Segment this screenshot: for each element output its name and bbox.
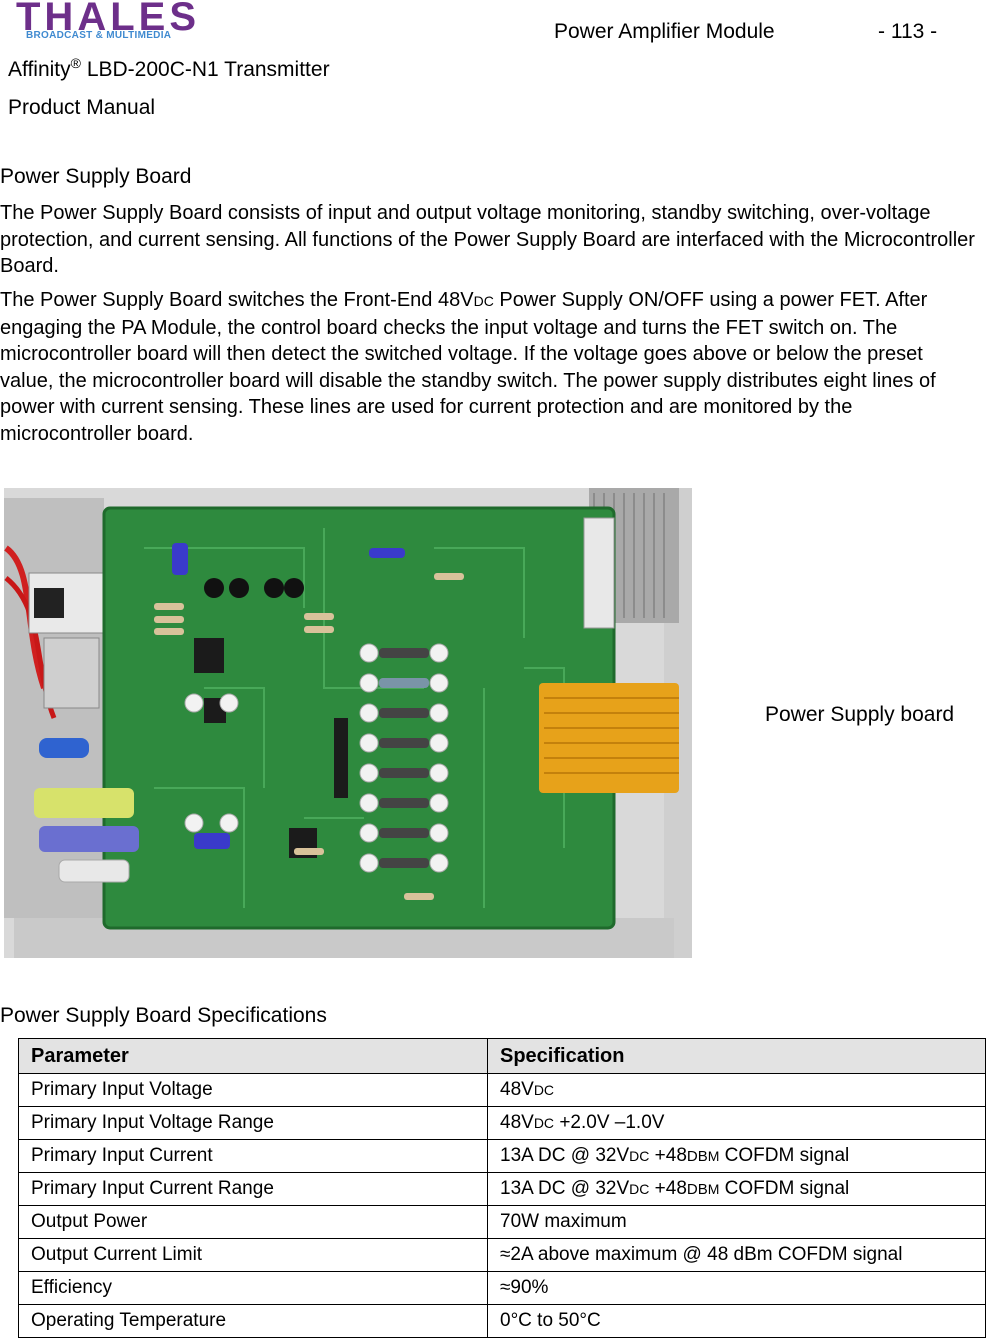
cell-parameter: Primary Input Current [18, 1139, 488, 1173]
table-row: Output Current Limit≈2A above maximum @ … [18, 1238, 986, 1272]
cell-specification: 70W maximum [487, 1205, 986, 1239]
paragraph-overview: The Power Supply Board consists of input… [0, 202, 975, 277]
cell-specification: 13A DC @ 32VDC +48DBM COFDM signal [487, 1139, 986, 1173]
cell-specification: ≈2A above maximum @ 48 dBm COFDM signal [487, 1238, 986, 1272]
cell-parameter: Output Current Limit [18, 1238, 488, 1272]
figure-caption: Power Supply board [765, 703, 955, 726]
paragraph-operation: The Power Supply Board switches the Fron… [0, 289, 936, 445]
cell-specification: 48VDC +2.0V –1.0V [487, 1106, 986, 1140]
cell-parameter: Operating Temperature [18, 1304, 488, 1338]
power-supply-board-photo [4, 488, 692, 958]
table-header-row: Parameter Specification [18, 1038, 986, 1074]
column-header-parameter: Parameter [18, 1038, 488, 1074]
logo-brand: THALES [16, 0, 200, 39]
section-title-power-supply-board: Power Supply Board [0, 165, 192, 188]
table-row: Efficiency≈90% [18, 1271, 986, 1305]
cell-parameter: Primary Input Voltage Range [18, 1106, 488, 1140]
cell-specification: ≈90% [487, 1271, 986, 1305]
section-title-specifications: Power Supply Board Specifications [0, 1004, 327, 1027]
thales-logo: THALES BROADCAST & MULTIMEDIA [8, 0, 236, 44]
column-header-specification: Specification [487, 1038, 986, 1074]
cell-parameter: Output Power [18, 1205, 488, 1239]
registered-mark: ® [70, 55, 81, 71]
header-module-title: Power Amplifier Module [554, 20, 775, 43]
cell-parameter: Efficiency [18, 1271, 488, 1305]
manual-title: Product Manual [8, 96, 156, 119]
cell-specification: 13A DC @ 32VDC +48DBM COFDM signal [487, 1172, 986, 1206]
product-model: LBD-200C-N1 Transmitter [80, 58, 330, 81]
cell-specification: 48VDC [487, 1073, 986, 1107]
product-name: Affinity [8, 58, 71, 81]
cell-parameter: Primary Input Current Range [18, 1172, 488, 1206]
cell-specification: 0°C to 50°C [487, 1304, 986, 1338]
logo-subtitle: BROADCAST & MULTIMEDIA [26, 30, 172, 41]
cell-parameter: Primary Input Voltage [18, 1073, 488, 1107]
page-number: - 113 - [878, 20, 938, 43]
product-title: Affinity® LBD-200C-N1 Transmitter [8, 55, 330, 82]
specifications-table: Parameter Specification Primary Input Vo… [18, 1038, 986, 1338]
